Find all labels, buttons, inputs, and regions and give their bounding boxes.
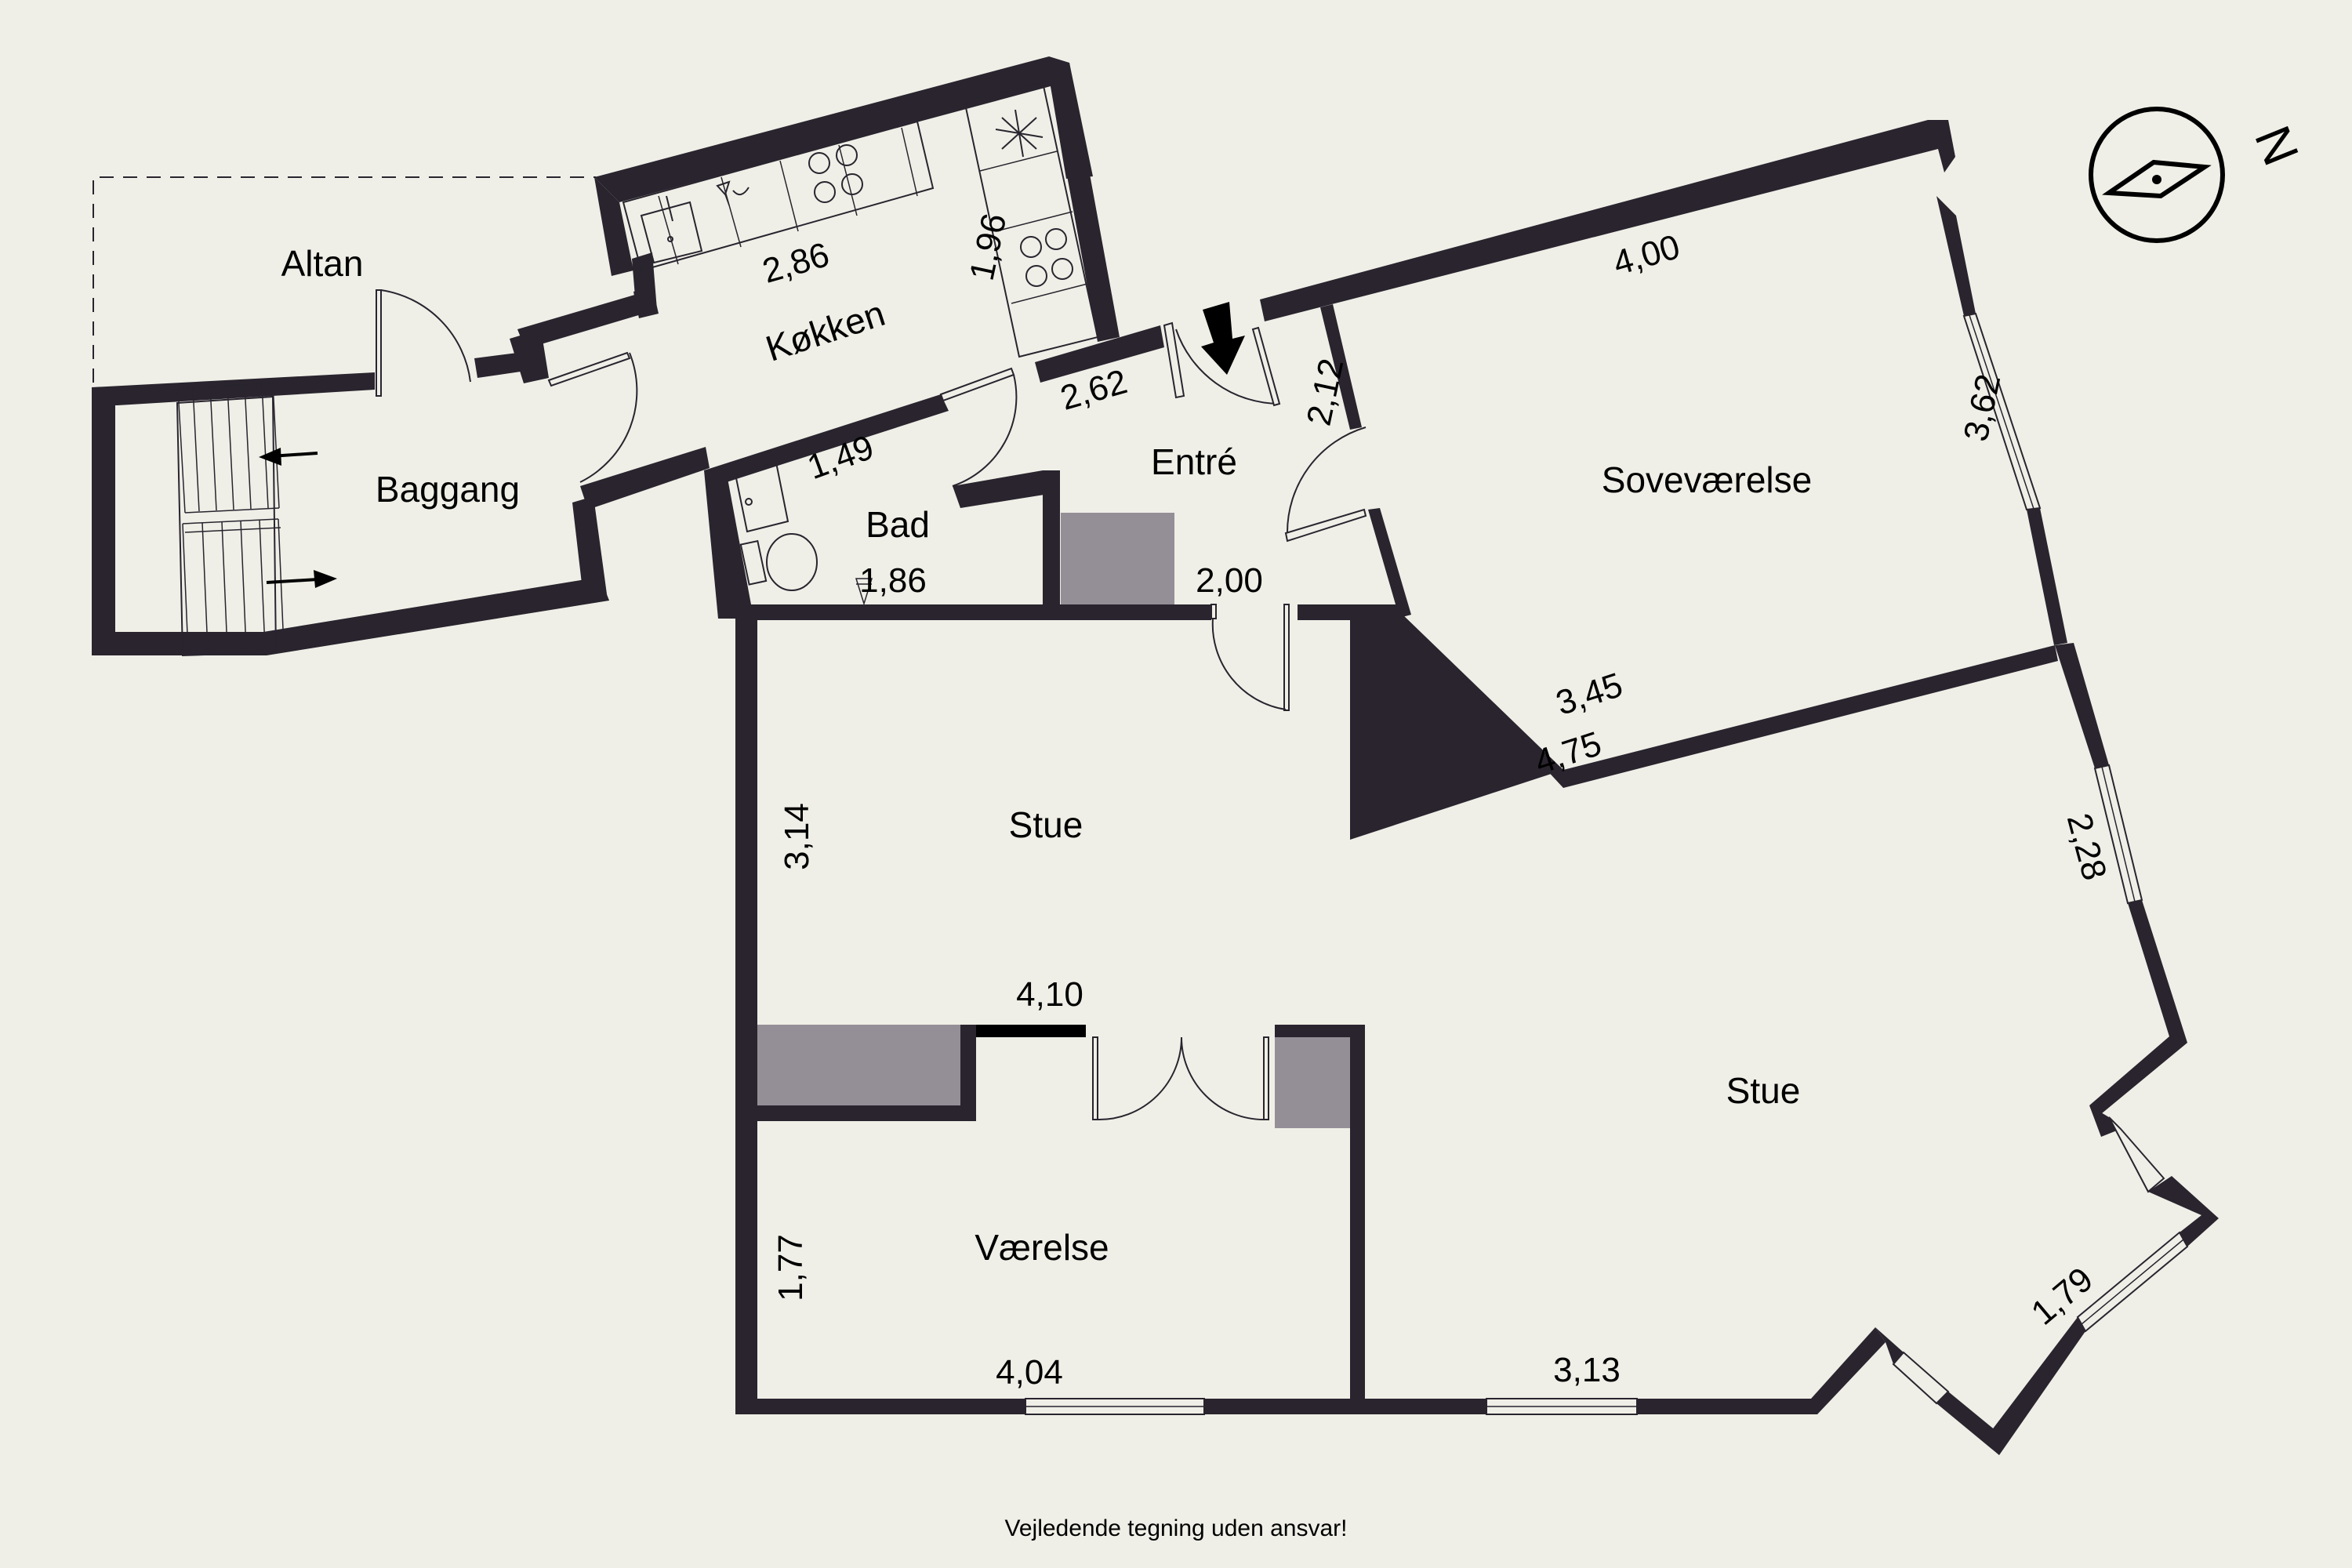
room-label-sovevaerelse: Soveværelse: [1602, 459, 1812, 500]
dim-sove-bottom: 3,45: [1552, 666, 1628, 723]
stove-icon-right: [1020, 228, 1073, 287]
room-label-entre: Entré: [1151, 441, 1237, 482]
chimney-entre: [1061, 513, 1174, 604]
dim-kokken-width: 2,86: [758, 235, 833, 291]
chimney-left: [757, 1025, 960, 1113]
double-door-vaerelse: [1092, 1036, 1269, 1121]
dim-entre-depth: 2,12: [1300, 355, 1352, 429]
door-baggang-kitchen: [547, 351, 638, 483]
dim-stue-left-height: 3,14: [778, 803, 816, 870]
bedroom-walls: [1260, 120, 2067, 645]
drain-icon: [855, 578, 873, 606]
compass-north-label: N: [2244, 118, 2310, 173]
toilet-icon: [739, 533, 818, 591]
room-label-baggang: Baggang: [376, 469, 520, 510]
room-label-kokken: Køkken: [760, 292, 889, 369]
dim-vaerelse-height: 1,77: [771, 1234, 810, 1301]
room-label-stue-left: Stue: [1009, 804, 1083, 845]
room-label-altan: Altan: [281, 243, 364, 284]
door-bedroom: [1284, 426, 1367, 543]
dim-stue-right-window: 2,28: [2060, 809, 2114, 884]
dishwasher-icon: [716, 180, 750, 206]
stue-walls: [735, 604, 1886, 1415]
disclaimer-footer: Vejledende tegning uden ansvar!: [1004, 1515, 1348, 1541]
dim-stue-bottom: 3,13: [1553, 1351, 1621, 1389]
room-label-vaerelse: Værelse: [975, 1227, 1109, 1268]
dim-sove-right: 3,62: [1957, 371, 2009, 445]
right-arrow-icon: [266, 570, 337, 588]
dim-kokken-depth: 1,96: [963, 210, 1014, 284]
structural-wall: [1350, 615, 2058, 840]
door-altan: [376, 289, 471, 397]
entry-door: [1163, 321, 1281, 407]
room-label-stue-right: Stue: [1726, 1070, 1801, 1111]
stue-right-walls: [1875, 643, 2219, 1455]
left-arrow-icon: [259, 448, 318, 466]
vaerelse-walls: [757, 1025, 1365, 1414]
dim-bad-bottom: 1,86: [859, 561, 927, 600]
dim-entre-width: 2,00: [1196, 561, 1263, 600]
dim-sove-top: 4,00: [1609, 227, 1684, 283]
bath-walls: [704, 466, 1060, 619]
staircase: [176, 383, 337, 657]
fridge-snowflake-icon: [995, 109, 1044, 158]
dim-stue-left-width: 4,10: [1016, 975, 1083, 1014]
baggang-walls: [92, 252, 710, 655]
sink-icon: [640, 195, 703, 264]
entry-arrow-icon: [1201, 302, 1245, 375]
kitchen-walls: [594, 56, 1164, 488]
compass-icon: [2089, 107, 2225, 243]
kitchen-counter-top: [622, 120, 935, 272]
chimney-right: [1275, 1037, 1350, 1128]
stove-icon-top: [808, 144, 863, 203]
dim-vaerelse-width: 4,04: [996, 1353, 1063, 1392]
kitchen-counter-right: [963, 81, 1099, 358]
room-label-bad: Bad: [866, 504, 930, 545]
door-bath: [939, 367, 1018, 487]
shower-icon: [734, 461, 789, 533]
door-stue: [1210, 604, 1290, 711]
